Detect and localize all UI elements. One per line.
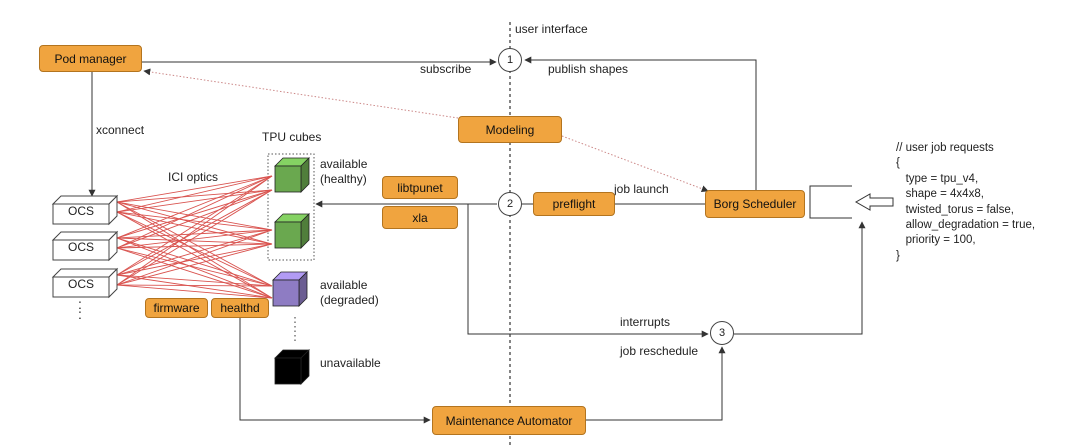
optic-link-30	[116, 274, 273, 299]
libtpunet-box: libtpunet	[382, 176, 458, 199]
optic-link-23	[116, 247, 273, 287]
optic-link-1	[116, 175, 273, 203]
optic-link-5	[116, 201, 273, 287]
cube-healthy-2-front	[274, 221, 302, 249]
optic-link-36	[116, 284, 273, 299]
optic-link-12	[116, 211, 273, 299]
optic-link-28	[116, 243, 273, 276]
available-healthy-label: available (healthy)	[320, 157, 368, 186]
optic-link-22	[116, 243, 273, 249]
optic-link-11	[116, 211, 273, 287]
preflight-box: preflight	[533, 192, 615, 216]
tpu-cubes-label: TPU cubes	[262, 130, 322, 144]
ocs-label-3: OCS	[67, 277, 94, 291]
cube-degraded-front	[272, 279, 300, 307]
xla-box: xla	[382, 206, 458, 229]
optic-link-4	[116, 201, 273, 245]
job-launch-label: job launch	[614, 182, 669, 196]
user-job-request: // user job requests { type = tpu_v4, sh…	[896, 142, 1036, 262]
modeling-to-borg-link	[561, 135, 709, 193]
ici-optics-lines	[116, 175, 273, 299]
optic-link-29	[116, 274, 273, 287]
cube-healthy-2	[274, 213, 310, 249]
cube-healthy-1	[274, 157, 310, 193]
ocs-more-bottom: :	[78, 306, 82, 322]
ocs-box-3	[52, 276, 110, 298]
optic-link-25	[116, 175, 273, 276]
optic-link-14	[116, 189, 273, 239]
firmware-box: firmware	[145, 298, 208, 318]
optic-link-8	[116, 189, 273, 213]
optic-link-7	[116, 175, 273, 213]
borg-scheduler-box: Borg Scheduler	[705, 190, 805, 218]
optic-link-6	[116, 201, 273, 299]
optic-link-20	[116, 189, 273, 249]
modeling-box: Modeling	[458, 116, 562, 143]
maintenance-automator-box: Maintenance Automator	[432, 406, 586, 435]
job-input-arrow	[854, 193, 894, 211]
tpu-cubes-group	[267, 153, 315, 261]
maintenance-arrow	[586, 346, 726, 421]
optic-link-24	[116, 247, 273, 299]
healthd-arrow	[239, 316, 431, 424]
optic-link-35	[116, 284, 273, 287]
publish-shapes-label: publish shapes	[548, 62, 629, 76]
optic-link-32	[116, 189, 273, 286]
modeling-to-pod-link	[143, 68, 459, 119]
cube-unavailable	[274, 349, 310, 385]
xconnect-label: xconnect	[96, 123, 145, 137]
optic-link-9	[116, 211, 273, 231]
optic-link-3	[116, 201, 273, 231]
ocs-more-top: :	[78, 296, 82, 312]
optic-link-21	[116, 229, 273, 249]
optic-link-17	[116, 237, 273, 287]
step-3-circle: 3	[710, 321, 734, 345]
ocs-label-2: OCS	[67, 240, 94, 254]
publish-shapes-arrow	[524, 56, 757, 190]
ocs-top-3	[51, 268, 119, 278]
optic-link-18	[116, 237, 273, 299]
cube-unavailable-front	[274, 357, 302, 385]
unavailable-label: unavailable	[320, 356, 381, 370]
optic-link-16	[116, 237, 273, 245]
cube-degraded	[272, 271, 308, 307]
ocs-label-1: OCS	[67, 204, 94, 218]
job-queue	[809, 185, 852, 219]
ocs-shapes	[51, 194, 119, 299]
optic-link-26	[116, 189, 273, 276]
available-degraded-label: available (degraded)	[320, 278, 379, 307]
reschedule-arrow	[734, 221, 866, 335]
ici-optics-label: ICI optics	[168, 170, 219, 184]
step-1-circle: 1	[498, 48, 522, 72]
pod-manager-box: Pod manager	[39, 45, 142, 72]
optic-link-34	[116, 243, 273, 286]
optic-link-27	[116, 229, 273, 276]
tpu-cubes	[272, 157, 310, 385]
optic-link-33	[116, 229, 273, 286]
optic-link-13	[116, 175, 273, 239]
interrupts-arrow	[467, 204, 709, 338]
healthd-box: healthd	[211, 298, 269, 318]
subscribe-label: subscribe	[420, 62, 472, 76]
ocs-box-1	[52, 203, 110, 225]
optic-link-19	[116, 175, 273, 249]
user-interface-label: user interface	[515, 22, 588, 36]
ocs-top-1	[51, 195, 119, 205]
cube-healthy-1-front	[274, 165, 302, 193]
ocs-more-dots: ::	[78, 296, 82, 322]
optic-link-31	[116, 175, 273, 286]
interrupts-label: interrupts	[620, 315, 671, 329]
optic-link-10	[116, 211, 273, 245]
job-reschedule-label: job reschedule	[620, 344, 699, 358]
step-2-circle: 2	[498, 192, 522, 216]
ocs-box-2	[52, 239, 110, 261]
optic-link-15	[116, 229, 273, 239]
ocs-top-2	[51, 231, 119, 241]
